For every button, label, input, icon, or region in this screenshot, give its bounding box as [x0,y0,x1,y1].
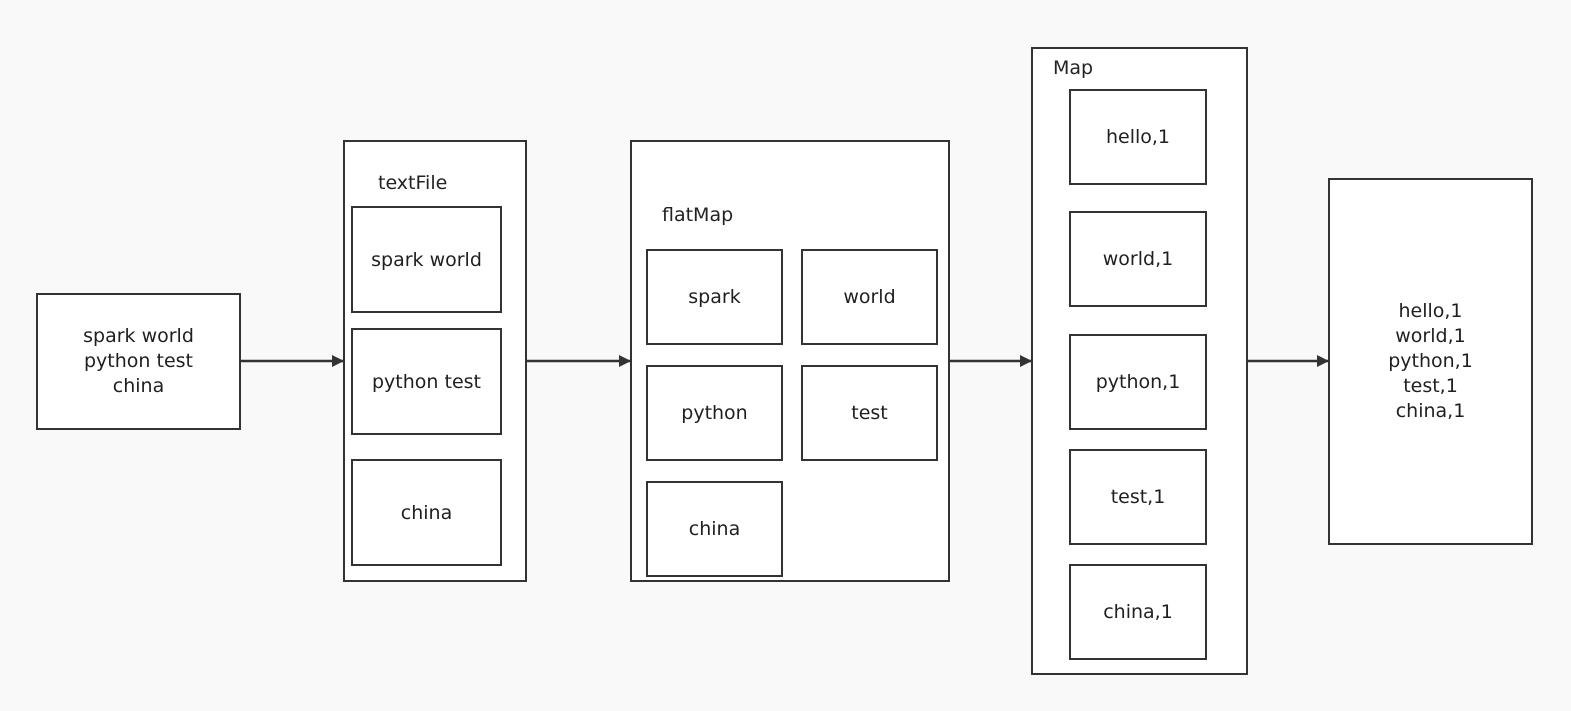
map-item-label: world,1 [1102,248,1174,270]
textfile-title: textFile [378,172,448,194]
map-item: python,1 [1069,334,1207,430]
map-item-label: python,1 [1095,371,1181,393]
flatmap-item: world [801,249,938,345]
flatmap-item: china [646,481,783,577]
textfile-item: python test [351,328,502,435]
flatmap-item-label: test [851,402,888,424]
output-line-3: python,1 [1388,350,1473,372]
textfile-item-label: china [400,501,453,524]
map-item-label: china,1 [1103,601,1173,623]
textfile-item: spark world [351,206,502,313]
textfile-item-label: python test [372,370,481,393]
output-line-4: test,1 [1403,375,1458,397]
output-line-1: hello,1 [1398,300,1463,322]
map-item: hello,1 [1069,89,1207,185]
flatmap-title: flatMap [662,204,734,226]
output-line-5: china,1 [1395,400,1466,422]
input-line-1: spark world [83,325,194,347]
flatmap-item-label: china [688,518,741,540]
flatmap-item-label: spark [688,286,741,308]
input-line-2: python test [84,350,193,372]
input-box: spark world python test china [36,293,241,430]
flatmap-item-label: world [843,286,896,308]
flatmap-item-label: python [681,402,748,424]
input-line-3: china [112,375,165,397]
flatmap-item: python [646,365,783,461]
flatmap-item: test [801,365,938,461]
output-box: hello,1 world,1 python,1 test,1 china,1 [1328,178,1533,545]
map-item: test,1 [1069,449,1207,545]
map-item-label: test,1 [1110,486,1166,508]
map-item: world,1 [1069,211,1207,307]
map-item-label: hello,1 [1105,126,1171,148]
textfile-item: china [351,459,502,566]
output-line-2: world,1 [1395,325,1466,347]
map-title: Map [1053,57,1094,79]
textfile-item-label: spark world [371,248,482,271]
flatmap-item: spark [646,249,783,345]
map-item: china,1 [1069,564,1207,660]
